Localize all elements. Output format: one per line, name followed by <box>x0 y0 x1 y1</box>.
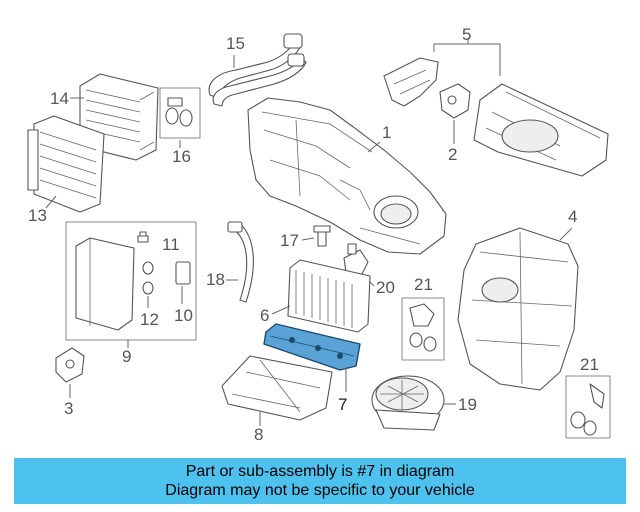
callout-3: 3 <box>64 399 73 418</box>
callout-20: 20 <box>376 278 395 297</box>
part-15-hose <box>208 33 307 107</box>
callout-7: 7 <box>338 395 347 414</box>
part-4-blower-housing <box>457 227 579 391</box>
callout-2: 2 <box>448 145 457 164</box>
callout-11: 11 <box>162 235 180 254</box>
callout-21-right: 21 <box>580 355 599 374</box>
callout-4: 4 <box>568 207 577 226</box>
callout-8: 8 <box>254 425 263 444</box>
callout-18: 18 <box>206 270 225 289</box>
parts-diagram: 15 14 13 16 1 5 <box>27 25 611 444</box>
part-11-bolt <box>137 231 149 243</box>
callout-15: 15 <box>226 34 245 53</box>
callout-17: 17 <box>280 231 299 250</box>
callout-10: 10 <box>174 306 193 325</box>
callout-16: 16 <box>172 147 191 166</box>
callout-1: 1 <box>382 123 391 142</box>
part-8-tray <box>221 355 333 421</box>
part-1-housing <box>247 97 447 255</box>
part-3-sensor <box>55 347 85 383</box>
part-13-evaporator <box>27 115 105 213</box>
part-7-highlighted <box>263 323 361 371</box>
part-5-duct <box>473 83 609 177</box>
part-5-bracket <box>383 57 439 107</box>
part-21-orings-center <box>409 303 437 352</box>
part-6-cabin-filter <box>287 259 371 333</box>
part-20-sensor <box>343 243 369 275</box>
part-19-blower-motor <box>371 375 445 431</box>
callout-19: 19 <box>458 395 477 414</box>
part-21-orings-right <box>570 383 605 436</box>
part-9-block <box>75 237 135 331</box>
part-2-actuator <box>439 83 471 119</box>
part-18-drain-tube <box>227 221 254 303</box>
callout-6: 6 <box>260 306 269 325</box>
part-17-screw <box>313 225 331 247</box>
info-banner: Part or sub-assembly is #7 in diagram Di… <box>14 458 626 504</box>
part-10-valve <box>175 261 191 285</box>
part-16-orings <box>159 87 201 139</box>
callout-14: 14 <box>50 89 69 108</box>
callout-9: 9 <box>122 347 131 366</box>
banner-line-1: Part or sub-assembly is #7 in diagram <box>185 463 455 480</box>
part-12-orings <box>142 261 154 295</box>
callout-13: 13 <box>28 206 47 225</box>
callout-21-center: 21 <box>414 275 433 294</box>
part-9-group-box <box>65 221 197 341</box>
callout-12: 12 <box>140 310 159 329</box>
banner-line-2: Diagram may not be specific to your vehi… <box>165 482 475 499</box>
part-21-group-box-center <box>401 297 445 361</box>
part-21-group-box-right <box>565 375 611 439</box>
callout-5: 5 <box>462 25 471 44</box>
